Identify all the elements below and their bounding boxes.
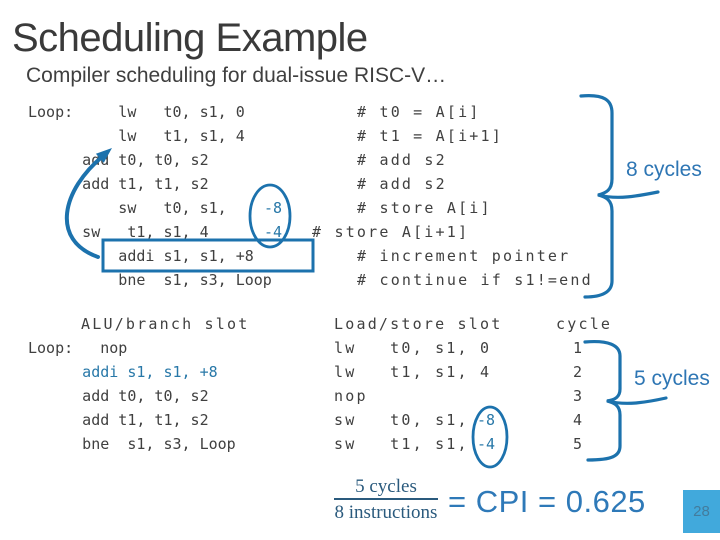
fraction-numerator: 5 cycles <box>355 476 417 497</box>
code-comment: # add s2 <box>357 151 447 169</box>
column-header-alu: ALU/branch slot <box>81 315 250 333</box>
code-line: addi s1, s1, +8 <box>28 247 254 265</box>
code-comment: # store A[i+1] <box>312 223 470 241</box>
brace-8-cycles-flourish <box>597 190 660 199</box>
code-block-original: Loop: lw t0, s1, 0 lw t1, s1, 4 add t0, … <box>28 100 272 292</box>
code-line: sw t0, s1, <box>28 199 227 217</box>
cycle-number: 2 <box>573 363 583 381</box>
table-row: lw t1, s1, 4 <box>334 363 492 381</box>
cycle-number: 4 <box>573 411 583 429</box>
changed-offset-value: -4 <box>477 435 496 453</box>
code-comment: # add s2 <box>357 175 447 193</box>
cycle-column: 1 2 3 4 5 <box>573 336 582 456</box>
code-comment: # t0 = A[i] <box>357 103 481 121</box>
table-row: bne s1, s3, Loop <box>28 435 236 453</box>
eight-cycles-label: 8 cycles <box>626 158 702 181</box>
changed-offset-value: -8 <box>264 199 283 217</box>
code-comment: # increment pointer <box>357 247 571 265</box>
changed-offset-value: -4 <box>264 223 283 241</box>
page-title: Scheduling Example <box>12 16 368 60</box>
code-line: add t0, t0, s2 <box>28 151 209 169</box>
cpi-fraction: 5 cycles 8 instructions <box>334 476 438 523</box>
cycle-number: 1 <box>573 339 583 357</box>
table-row: add t0, t0, s2 <box>28 387 209 405</box>
table-row-highlighted: addi s1, s1, +8 <box>28 363 218 381</box>
changed-offset-value: -8 <box>477 411 496 429</box>
code-line: sw t1, s1, 4 <box>28 223 209 241</box>
subtitle: Compiler scheduling for dual-issue RISC-… <box>26 64 447 87</box>
brace-8-cycles <box>579 94 614 299</box>
five-cycles-label: 5 cycles <box>634 367 710 390</box>
cycle-number: 3 <box>573 387 583 405</box>
table-row: sw t1, s1, <box>334 435 469 453</box>
brace-5-cycles <box>583 339 622 462</box>
table-row: add t1, t1, s2 <box>28 411 209 429</box>
column-header-load: Load/store slot <box>334 315 503 333</box>
code-line: Loop: lw t0, s1, 0 <box>28 103 245 121</box>
page-number: 28 <box>693 503 710 520</box>
code-line: add t1, t1, s2 <box>28 175 209 193</box>
page-number-badge: 28 <box>683 490 720 533</box>
code-comment: # t1 = A[i+1] <box>357 127 503 145</box>
cycle-number: 5 <box>573 435 583 453</box>
table-row: lw t0, s1, 0 <box>334 339 492 357</box>
code-line: lw t1, s1, 4 <box>28 127 245 145</box>
load-store-column: lw t0, s1, 0 lw t1, s1, 4 nop sw t0, s1,… <box>334 336 491 456</box>
code-comment: # store A[i] <box>357 199 492 217</box>
code-comment: # continue if s1!=end <box>357 271 593 289</box>
table-row: sw t0, s1, <box>334 411 469 429</box>
table-row: Loop: nop <box>28 339 128 357</box>
brace-5-cycles-flourish <box>606 396 668 405</box>
table-row: nop <box>334 387 368 405</box>
column-header-cycle: cycle <box>556 315 613 333</box>
cpi-result: = CPI = 0.625 <box>448 484 646 519</box>
alu-branch-column: Loop: nop addi s1, s1, +8 add t0, t0, s2… <box>28 336 236 456</box>
fraction-denominator: 8 instructions <box>334 498 438 523</box>
code-line: bne s1, s3, Loop <box>28 271 272 289</box>
